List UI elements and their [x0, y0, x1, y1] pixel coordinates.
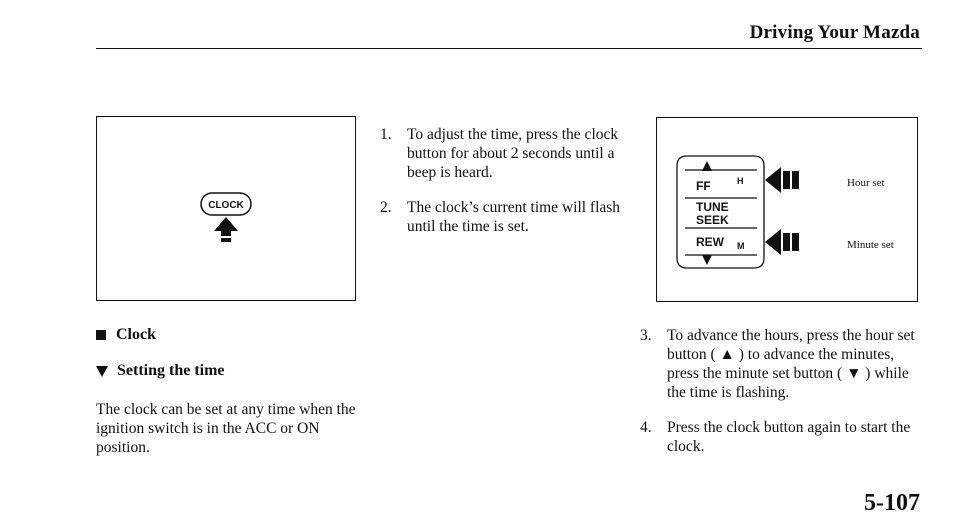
minute-set-label: Minute set	[847, 239, 894, 251]
tune-seek-illustration: FF H TUNE SEEK REW M	[676, 155, 799, 269]
body-paragraph: The clock can be set at any time when th…	[96, 401, 356, 456]
step-text: The clock’s current time will flash unti…	[407, 199, 621, 235]
step-3: 3. To advance the hours, press the hour …	[640, 326, 930, 402]
up-arrow-icon	[702, 161, 712, 171]
step-text: To adjust the time, press the clock butt…	[407, 126, 619, 181]
seek-key-label: SEEK	[696, 213, 729, 227]
press-arrow-icon	[214, 217, 238, 242]
clock-button-shape	[200, 192, 252, 216]
triangle-bullet-icon	[96, 365, 108, 377]
clock-button-label: CLOCK	[208, 200, 244, 211]
step-number: 4.	[640, 419, 652, 436]
square-bullet-icon	[96, 330, 106, 340]
step-2: 2. The clock’s current time will flash u…	[380, 198, 642, 236]
step-number: 2.	[380, 199, 392, 216]
step-text: Press the clock button again to start th…	[667, 419, 911, 455]
rew-key-label: REW	[696, 235, 725, 249]
clock-button-figure: CLOCK	[96, 116, 356, 301]
hour-minute-set-figure: FF H TUNE SEEK REW M Hour set Minute set	[656, 117, 918, 302]
section-heading: Clock	[96, 326, 156, 344]
tune-key-label: TUNE	[696, 200, 729, 214]
hour-set-label: Hour set	[847, 177, 885, 189]
subsection-title: Setting the time	[117, 362, 225, 379]
minute-pointer-arrow-icon	[765, 229, 799, 255]
step-number: 3.	[640, 327, 652, 344]
section-title: Clock	[116, 326, 156, 343]
m-key-label: M	[737, 241, 745, 251]
step-1: 1. To adjust the time, press the clock b…	[380, 125, 642, 182]
steps-column-right: 3. To advance the hours, press the hour …	[640, 326, 930, 472]
down-arrow-icon	[702, 255, 712, 265]
hour-pointer-arrow-icon	[765, 167, 799, 193]
ff-key-label: FF	[696, 179, 711, 193]
clock-button-illustration: CLOCK	[200, 192, 252, 242]
h-key-label: H	[737, 176, 744, 186]
step-number: 1.	[380, 126, 392, 143]
subsection-heading: Setting the time	[96, 362, 225, 380]
button-panel-outline	[676, 155, 765, 269]
page-header-title: Driving Your Mazda	[749, 22, 920, 43]
step-text: To advance the hours, press the hour set…	[667, 327, 915, 401]
steps-column-middle: 1. To adjust the time, press the clock b…	[380, 125, 642, 252]
page-number: 5-107	[864, 490, 920, 516]
step-4: 4. Press the clock button again to start…	[640, 418, 930, 456]
header-rule	[96, 48, 922, 49]
